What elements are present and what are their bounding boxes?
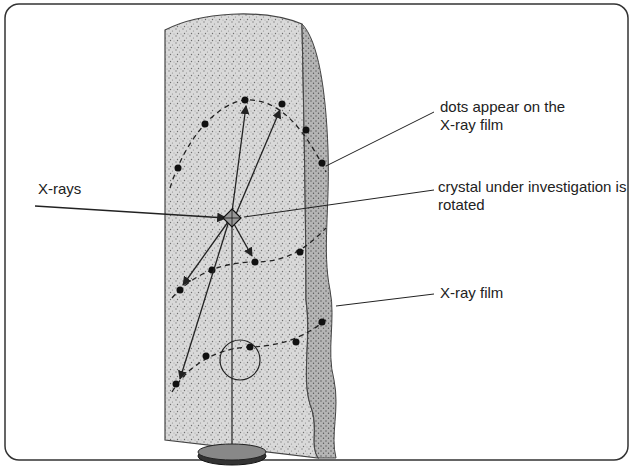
crystal-label: crystal under investigation is rotated xyxy=(438,178,628,214)
spot-circle xyxy=(170,100,328,392)
film-curved-edge xyxy=(302,24,336,458)
dots-label: dots appear on the X-ray film xyxy=(440,98,570,134)
frame xyxy=(5,4,628,460)
film-label: X-ray film xyxy=(440,284,560,302)
xray-beam xyxy=(35,206,226,218)
beam-label: X-rays xyxy=(38,180,128,198)
rotation-rod xyxy=(231,226,232,448)
crystal-facet xyxy=(223,209,241,227)
rotation-circle xyxy=(220,340,260,380)
diffraction-dot xyxy=(173,97,326,388)
leader-line xyxy=(244,112,434,306)
crystal xyxy=(223,209,241,227)
xray-film xyxy=(165,14,318,458)
diffracted-ray xyxy=(180,106,280,379)
base-top xyxy=(198,444,266,460)
